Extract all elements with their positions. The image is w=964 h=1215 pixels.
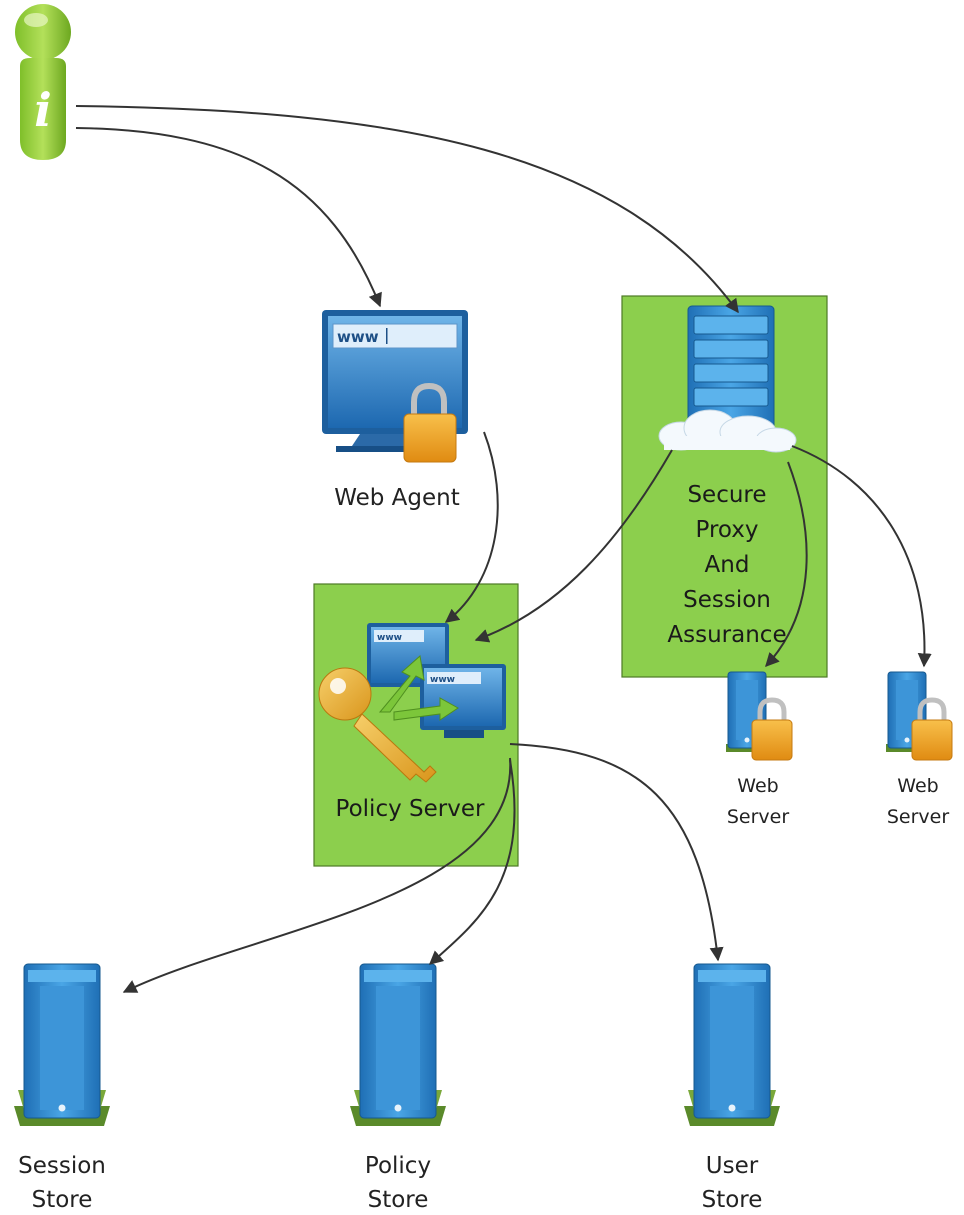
arrow-proxy-to-policy-server xyxy=(474,449,673,643)
svg-text:Store: Store xyxy=(368,1187,429,1213)
web-server-lock-icon-2 xyxy=(886,671,953,761)
svg-text:Secure: Secure xyxy=(687,482,766,508)
info-person-icon: i xyxy=(15,4,71,160)
arrow-web-agent-to-policy-server xyxy=(444,431,499,623)
user-store-icon xyxy=(684,963,780,1126)
web-server-2-label: Web Server xyxy=(887,775,949,828)
key-monitors-icon: www www xyxy=(318,623,506,783)
arrow-proxy-to-web-server-2 xyxy=(791,445,932,668)
secure-proxy-label: Secure Proxy And Session Assurance xyxy=(667,482,786,648)
svg-text:Store: Store xyxy=(32,1187,93,1213)
user-store-label: User Store xyxy=(702,1153,763,1213)
url-text-small-1: www xyxy=(377,633,402,643)
web-server-lock-icon-1 xyxy=(726,671,793,761)
arrow-proxy-to-web-server-1 xyxy=(765,461,808,668)
svg-text:Store: Store xyxy=(702,1187,763,1213)
svg-text:And: And xyxy=(705,552,750,578)
svg-text:Proxy: Proxy xyxy=(695,517,758,543)
arrow-user-to-proxy xyxy=(75,105,739,314)
session-store-label: Session Store xyxy=(18,1153,106,1213)
policy-server-label: Policy Server xyxy=(336,796,485,822)
web-server-1-label: Web Server xyxy=(727,775,789,828)
server-cloud-icon xyxy=(658,305,797,453)
monitor-lock-icon: www xyxy=(322,310,468,463)
svg-text:Session: Session xyxy=(18,1153,106,1179)
svg-text:Web: Web xyxy=(737,775,778,797)
svg-text:Server: Server xyxy=(887,806,949,828)
web-agent-label: Web Agent xyxy=(334,485,460,511)
policy-store-label: Policy Store xyxy=(365,1153,431,1213)
url-text-small-2: www xyxy=(430,675,455,685)
svg-text:Web: Web xyxy=(897,775,938,797)
svg-text:Policy: Policy xyxy=(365,1153,431,1179)
connector-arrows xyxy=(75,105,932,993)
policy-store-icon xyxy=(350,963,446,1126)
arrow-policy-to-user-store xyxy=(509,743,724,962)
svg-text:i: i xyxy=(34,83,51,137)
arrow-user-to-web-agent xyxy=(75,127,382,308)
session-store-icon xyxy=(14,963,110,1126)
svg-text:Server: Server xyxy=(727,806,789,828)
arrow-policy-to-policy-store xyxy=(428,759,516,965)
arrow-policy-to-session-store xyxy=(122,757,512,993)
svg-text:Session: Session xyxy=(683,587,771,613)
svg-text:User: User xyxy=(706,1153,759,1179)
svg-text:Assurance: Assurance xyxy=(667,622,786,648)
url-text: www xyxy=(337,328,379,346)
